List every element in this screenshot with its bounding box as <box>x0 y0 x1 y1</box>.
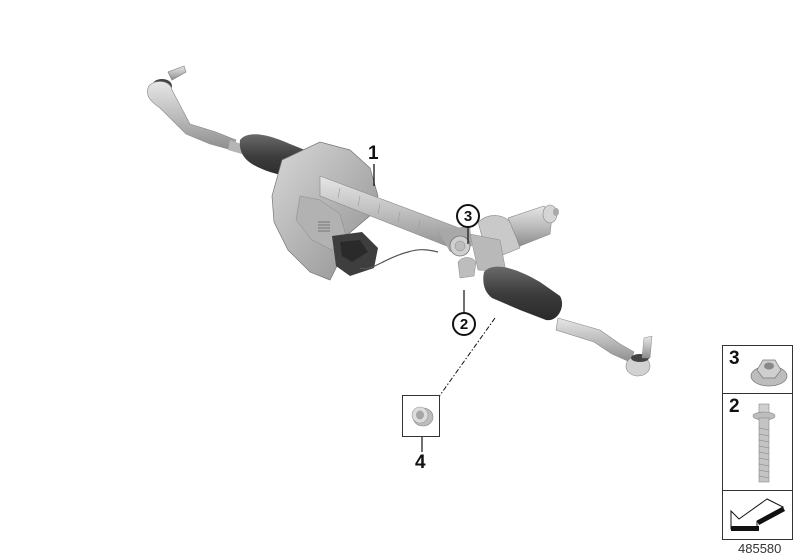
legend-number: 3 <box>729 348 740 369</box>
steering-rack-housing <box>271 141 559 281</box>
legend-item-arrow <box>723 491 792 539</box>
callout-1: 1 <box>368 143 379 164</box>
direction-arrow-icon <box>730 498 785 531</box>
bushing-icon <box>411 406 434 427</box>
legend-item-bolt: 2 <box>723 394 792 491</box>
part-4-box <box>402 395 440 437</box>
hex-bolt-icon <box>752 403 776 483</box>
callout-4: 4 <box>415 452 426 473</box>
callout-2: 2 <box>452 312 476 336</box>
legend-number: 2 <box>729 396 740 417</box>
dashed-leader-4 <box>437 317 496 399</box>
callout-3: 3 <box>456 204 480 228</box>
legend-item-nut: 3 <box>723 346 792 394</box>
right-boot <box>483 266 563 321</box>
reference-number: 485580 <box>738 541 782 556</box>
flange-nut-icon <box>750 359 788 387</box>
parts-legend: 3 2 <box>722 345 793 540</box>
right-tie-rod <box>555 317 653 377</box>
